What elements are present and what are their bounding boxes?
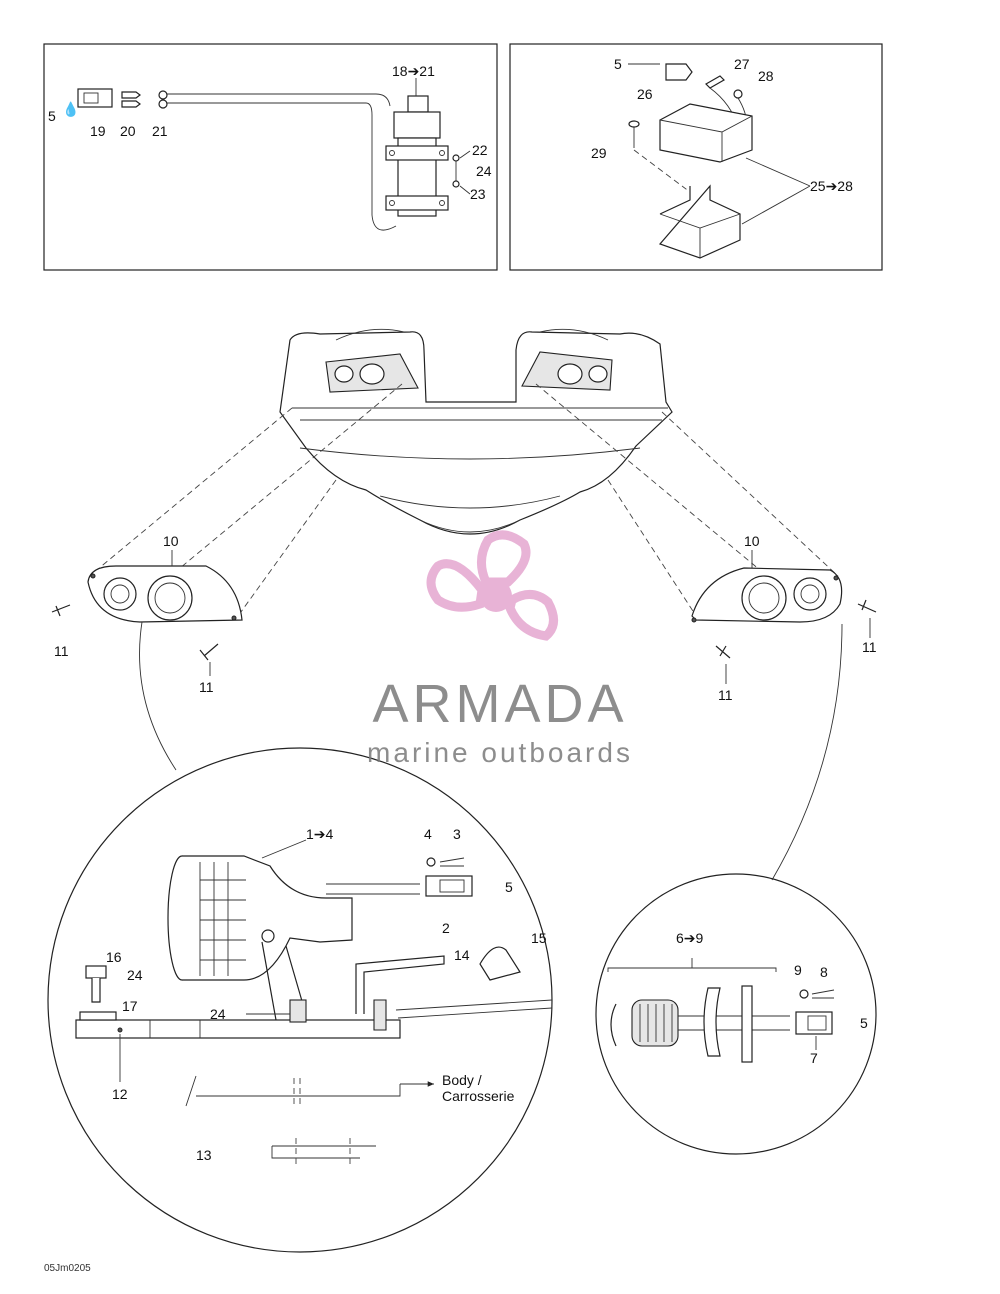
leader-left-circle	[139, 621, 177, 771]
panel-frame-right	[509, 43, 883, 271]
label-29: 29	[591, 145, 607, 161]
label-2: 2	[442, 920, 450, 936]
detail-headlight	[47, 747, 553, 1253]
panel-module	[509, 43, 883, 271]
label-11-left-b: 11	[199, 679, 214, 695]
label-22: 22	[472, 142, 488, 158]
label-1-4: 1➔4	[306, 826, 334, 842]
watermark-tagline: marine outboards	[367, 737, 633, 768]
bolt-16	[85, 965, 107, 979]
base-plate	[75, 1019, 401, 1039]
detail-socket	[595, 873, 877, 1155]
label-4: 4	[424, 826, 432, 842]
propeller-icon	[426, 530, 558, 641]
wire-harness	[167, 93, 397, 231]
label-25-28: 25➔28	[810, 178, 853, 194]
label-19: 19	[90, 123, 106, 139]
label-13: 13	[196, 1147, 212, 1163]
panel-solenoid	[43, 43, 498, 271]
ring-21a	[158, 90, 168, 100]
drop-icon: 💧	[62, 101, 79, 118]
connector-26	[665, 63, 693, 81]
label-5-c: 5	[505, 879, 513, 895]
module-bracket	[658, 184, 741, 259]
connector-19	[77, 88, 113, 108]
label-body-en: Body /	[442, 1072, 482, 1088]
watermark-logo: ARMADA marine outboards	[367, 530, 633, 768]
label-body-fr: Carrosserie	[442, 1088, 515, 1104]
label-5-d: 5	[860, 1015, 868, 1031]
part-labels: 5 💧 19 20 21 18➔21 22 24 23 5 27 28 26 2…	[48, 56, 877, 1163]
label-7: 7	[810, 1050, 818, 1066]
leader-right-circle	[771, 623, 843, 881]
ring-28	[733, 89, 743, 99]
assembly-lines	[91, 383, 839, 623]
label-10-left: 10	[163, 533, 179, 549]
screw-11-right-a	[857, 599, 877, 613]
label-10-right: 10	[744, 533, 760, 549]
label-3: 3	[453, 826, 461, 842]
screw-11-left-a	[51, 604, 71, 617]
label-24-a: 24	[476, 163, 492, 179]
bulb-coil	[631, 999, 679, 1047]
connector-7	[795, 1011, 833, 1035]
ring-21b	[158, 99, 168, 109]
label-24-c: 24	[210, 1006, 226, 1022]
label-17: 17	[122, 998, 138, 1014]
label-23: 23	[470, 186, 486, 202]
label-11-right-b: 11	[718, 687, 733, 703]
label-15: 15	[531, 930, 547, 946]
label-5-a: 5	[48, 108, 56, 124]
label-21: 21	[152, 123, 168, 139]
screw-11-right-b	[715, 645, 731, 659]
screw-29	[628, 120, 640, 128]
label-12: 12	[112, 1086, 128, 1102]
label-6-9: 6➔9	[676, 930, 704, 946]
j-bracket	[355, 955, 445, 1014]
label-9: 9	[794, 962, 802, 978]
terminal-27	[705, 75, 725, 89]
module-box	[659, 103, 753, 163]
label-20: 20	[120, 123, 136, 139]
label-8: 8	[820, 964, 828, 980]
drawing-code: 05Jm0205	[44, 1263, 91, 1274]
label-11-right-a: 11	[862, 639, 877, 655]
front-console	[279, 328, 673, 535]
label-11-left-a: 11	[54, 643, 69, 659]
label-5-b: 5	[614, 56, 622, 72]
label-14: 14	[454, 947, 470, 963]
label-24-b: 24	[127, 967, 143, 983]
bezel-left	[51, 565, 243, 661]
connector-2	[425, 875, 473, 897]
solenoid-top	[393, 111, 441, 139]
watermark-brand: ARMADA	[372, 674, 627, 734]
bezel-right	[691, 567, 877, 659]
screw-11-left-b	[199, 643, 219, 661]
label-28: 28	[758, 68, 774, 84]
headlamp-housing	[182, 855, 353, 981]
label-26: 26	[637, 86, 653, 102]
label-27: 27	[734, 56, 750, 72]
label-16: 16	[106, 949, 122, 965]
label-18-21: 18➔21	[392, 63, 435, 79]
terminal-20	[121, 91, 141, 108]
panel-frame-left	[43, 43, 498, 271]
clip-14	[479, 946, 521, 981]
